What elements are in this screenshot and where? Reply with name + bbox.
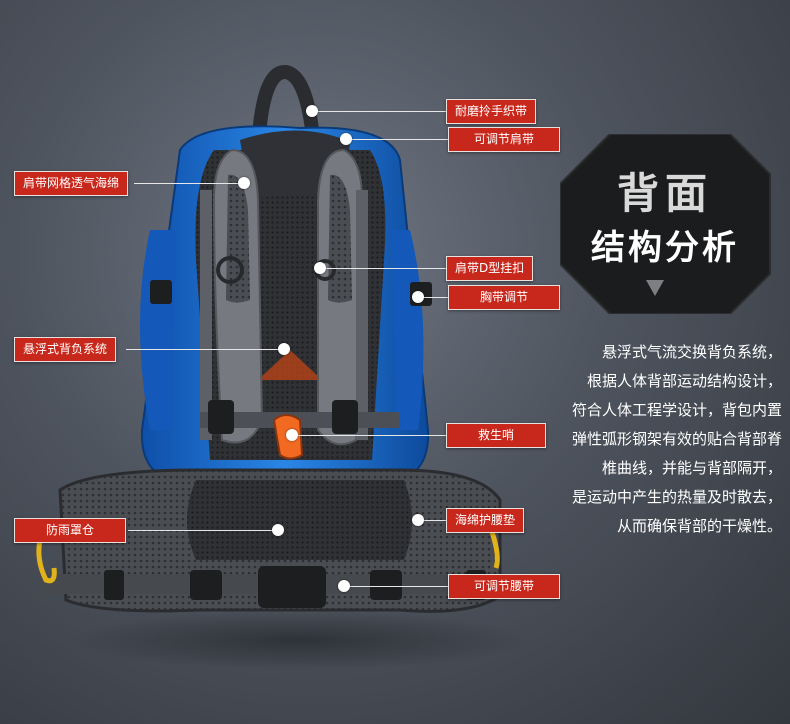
leader-suspension xyxy=(126,349,284,350)
dot-adjust-shoulder xyxy=(340,133,352,145)
label-adjust-shoulder: 可调节肩带 xyxy=(448,127,560,152)
label-whistle: 救生哨 xyxy=(446,423,546,448)
description-line: 从而确保背部的干燥性。 xyxy=(616,517,782,535)
description-line: 弹性弧形钢架有效的贴合背部脊 xyxy=(571,430,782,448)
dot-waist-pad xyxy=(412,514,424,526)
title-badge: 背面 结构分析 xyxy=(560,134,790,314)
label-suspension: 悬浮式背负系统 xyxy=(14,337,117,362)
dot-d-hook xyxy=(314,262,326,274)
leader-adjust-shoulder xyxy=(346,139,448,140)
dot-mesh-sponge xyxy=(238,177,250,189)
leader-mesh-sponge xyxy=(134,183,244,184)
label-chest-strap: 胸带调节 xyxy=(448,285,560,310)
leader-whistle xyxy=(292,435,446,436)
description-line: 符合人体工程学设计，背包内置 xyxy=(571,401,782,419)
dot-waist-belt xyxy=(338,580,350,592)
description-line: 是运动中产生的热量及时散去， xyxy=(571,488,782,506)
description-line: 椎曲线，并能与背部隔开， xyxy=(601,459,782,477)
octagon-shape xyxy=(560,134,771,314)
label-mesh-sponge: 肩带网格透气海绵 xyxy=(14,171,129,196)
label-handle: 耐磨拎手织带 xyxy=(446,99,537,124)
leader-waist-belt xyxy=(344,586,448,587)
label-d-hook: 肩带D型挂扣 xyxy=(446,256,534,281)
label-waist-belt: 可调节腰带 xyxy=(448,574,560,599)
label-rain-cover: 防雨罩仓 xyxy=(14,518,126,543)
title-line-2: 结构分析 xyxy=(591,228,739,268)
description-text: 悬浮式气流交换背负系统， 根据人体背部运动结构设计， 符合人体工程学设计，背包内… xyxy=(520,338,782,541)
leader-rain-cover xyxy=(128,530,278,531)
leader-chest-strap xyxy=(418,297,448,298)
dot-handle xyxy=(306,105,318,117)
leader-d-hook xyxy=(320,268,446,269)
dot-rain-cover xyxy=(272,524,284,536)
dot-chest-strap xyxy=(412,291,424,303)
description-line: 悬浮式气流交换背负系统， xyxy=(601,343,782,361)
belt-buckle-center xyxy=(258,566,326,608)
dot-whistle xyxy=(286,429,298,441)
leader-waist-pad xyxy=(418,520,448,521)
dot-suspension xyxy=(278,343,290,355)
description-line: 根据人体背部运动结构设计， xyxy=(586,372,782,390)
leader-handle xyxy=(312,111,446,112)
title-line-1: 背面 xyxy=(616,169,713,218)
label-waist-pad: 海绵护腰垫 xyxy=(446,508,525,533)
